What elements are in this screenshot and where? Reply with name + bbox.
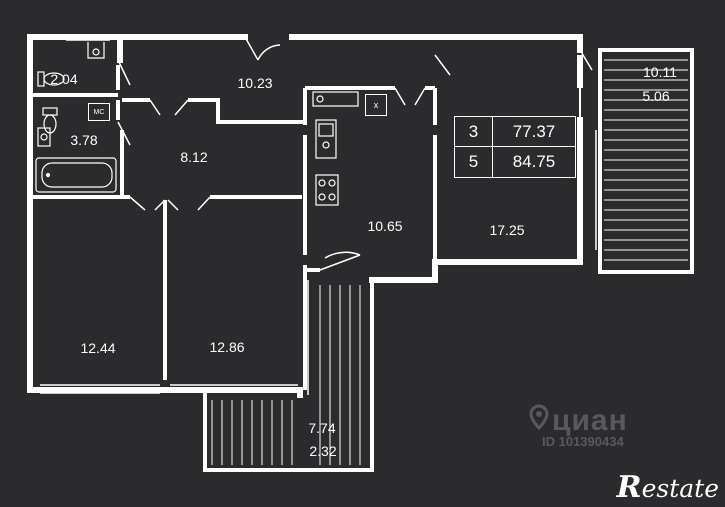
- balcony-right-outline: [598, 48, 694, 274]
- fixtures: [35, 42, 359, 206]
- door-swing-icon: [319, 251, 361, 271]
- watermark-brand: циан: [552, 404, 628, 437]
- door-swing-icon: [394, 87, 426, 106]
- room-area-wc: 2.04: [50, 71, 78, 87]
- area-table-row1-label: 3: [455, 117, 493, 147]
- balcony-right: [598, 48, 694, 274]
- wall-top-main: [289, 34, 583, 53]
- balcony-bottom-area-reduced: 2.32: [309, 443, 337, 459]
- doors: [117, 36, 593, 271]
- bathtub-icon: [35, 157, 117, 193]
- wall-top-bath: [117, 34, 248, 63]
- balcony-bottom-outline: [203, 280, 374, 472]
- door-swing-icon: [244, 36, 281, 61]
- interior-walls: [33, 65, 581, 390]
- wall-left-outer: [27, 34, 208, 393]
- windows: [40, 39, 597, 394]
- area-table-row2-value: 84.75: [512, 152, 556, 171]
- room-area-bedroom-middle: 12.86: [209, 339, 245, 355]
- x-tag: х: [365, 94, 387, 116]
- logo-initial: R: [616, 470, 642, 505]
- door-swing-icon: [129, 196, 211, 211]
- room-area-hall: 8.12: [180, 149, 208, 165]
- stove-icon: [315, 174, 339, 206]
- watermark: циан ID 101390434: [528, 404, 628, 449]
- kitchen-counter: [312, 91, 359, 107]
- door-swing-icon: [149, 99, 189, 116]
- watermark-id: ID 101390434: [542, 434, 624, 449]
- balcony-bottom-area-full: 7.74: [308, 420, 336, 436]
- balcony-bottom: [203, 280, 374, 472]
- location-pin-icon: [529, 404, 549, 431]
- room-area-living: 17.25: [489, 222, 525, 238]
- balcony-right-area-full: 10.11: [643, 64, 677, 80]
- sink-icon: [87, 42, 105, 59]
- wall-bottom-bedroom: [207, 387, 303, 398]
- balcony-bottom-hatching: [211, 285, 361, 465]
- toilet-icon: [37, 71, 65, 87]
- kitchen-sink-icon: [315, 119, 337, 159]
- balcony-right-area-reduced: 5.06: [642, 88, 670, 104]
- sink-icon: [37, 127, 51, 147]
- room-area-kitchen: 10.65: [367, 218, 403, 234]
- door-swing-icon: [117, 54, 451, 146]
- room-area-bedroom-left: 12.44: [80, 340, 116, 356]
- mc-tag: МС: [88, 103, 110, 121]
- wall-hall-top: [122, 98, 305, 124]
- balcony-right-hatching: [604, 59, 688, 261]
- restate-logo: Restate: [617, 470, 719, 505]
- door-swing-icon: [579, 49, 593, 71]
- area-table-row1-value: 77.37: [493, 117, 575, 147]
- logo-rest: estate: [641, 474, 719, 503]
- room-area-corridor: 10.23: [237, 75, 273, 91]
- room-area-bathroom: 3.78: [70, 132, 98, 148]
- area-summary-table: 3 77.37 5 84.75: [454, 116, 576, 178]
- area-table-row2-label: 5: [455, 147, 493, 177]
